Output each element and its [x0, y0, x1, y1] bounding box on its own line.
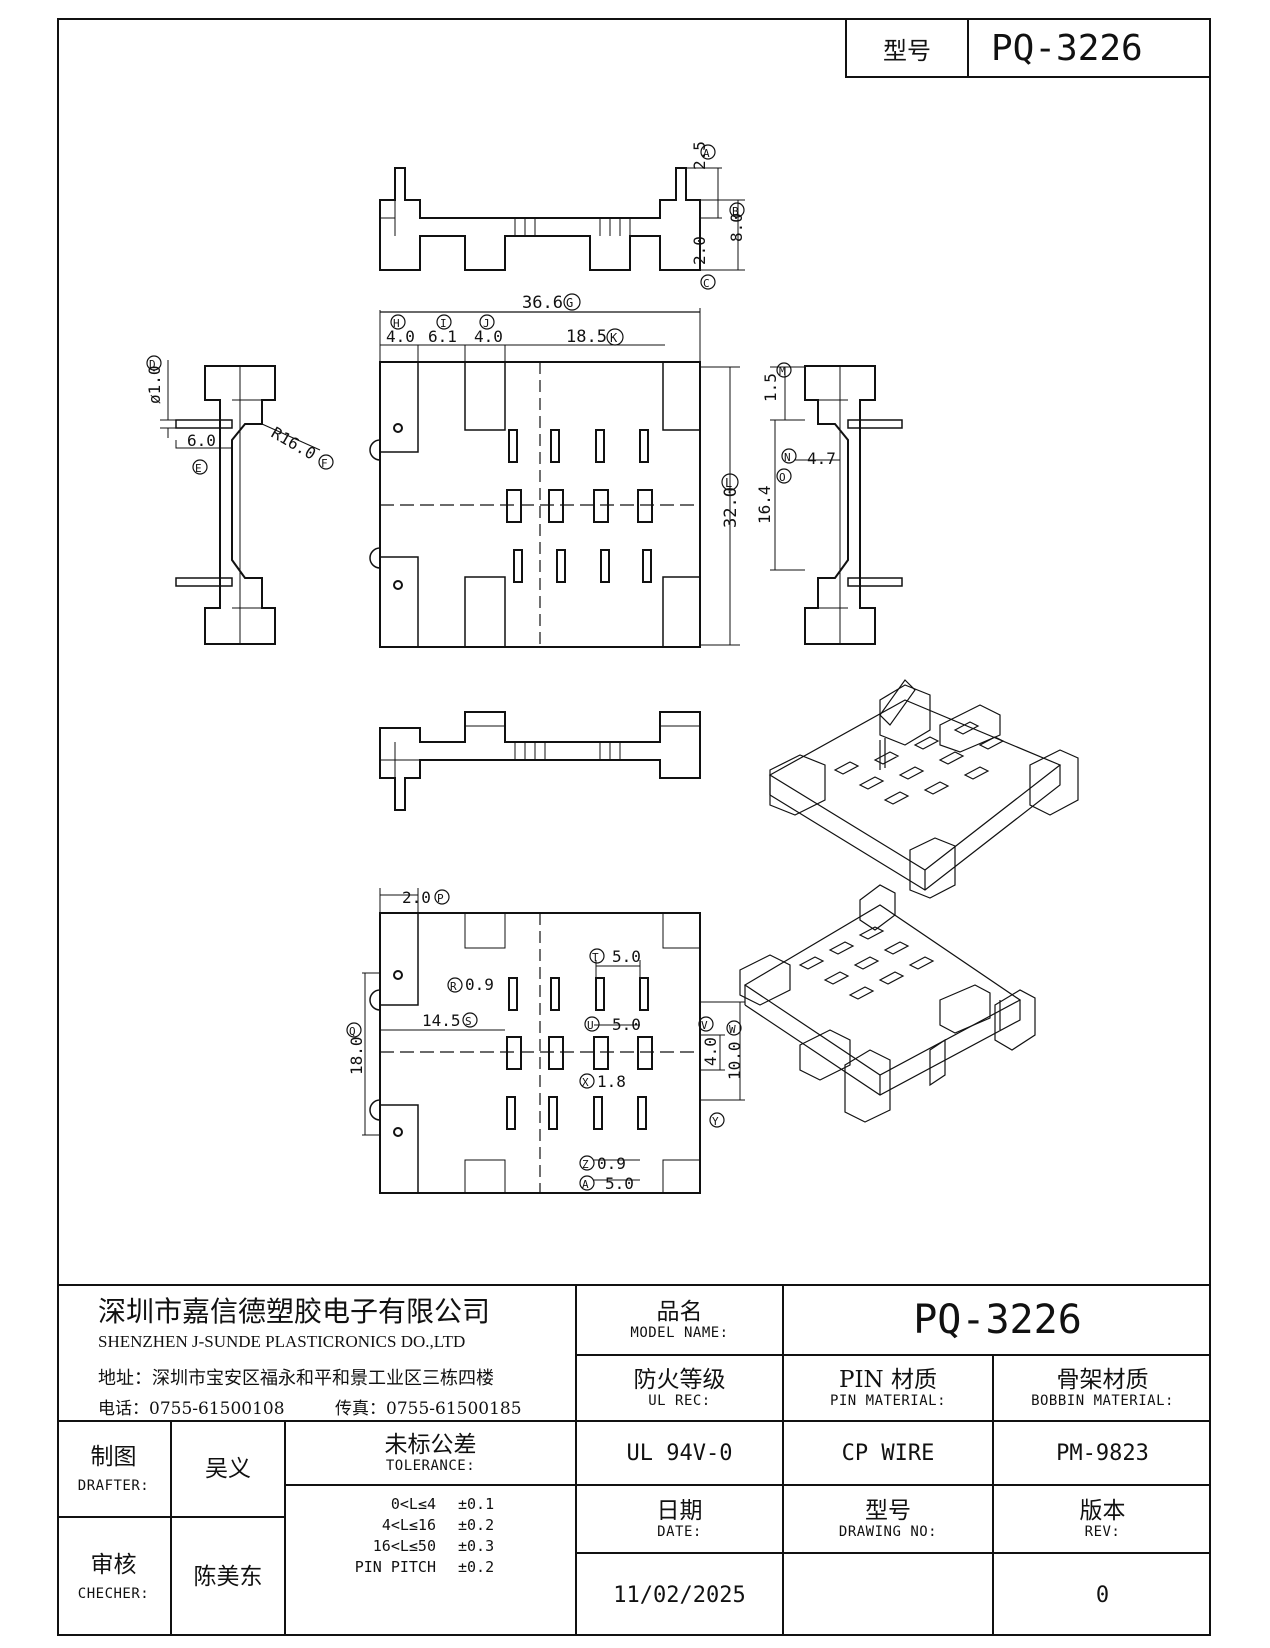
dim-p: 2.0 [402, 888, 431, 907]
technical-drawing: 2.5 8.0 2.0 A B C 36.6 G 4.0 6.1 4.0 18.… [145, 141, 1079, 1194]
marker-c: C [703, 277, 710, 290]
dim-s: 14.5 [422, 1011, 461, 1030]
tolerance-row: PIN PITCH±0.2 [354, 1558, 495, 1576]
marker-r: R [450, 980, 457, 993]
model-value: PQ-3226 [991, 27, 1143, 69]
dim-pin-dia: ø1.0 [145, 365, 164, 404]
isometric-view-bottom [739, 884, 1036, 1123]
marker-w: W [729, 1023, 736, 1036]
bobbin-material-value: PM-9823 [1056, 1440, 1149, 1466]
date-label: 日期 DATE: [656, 1497, 703, 1541]
dim-top-c: 2.0 [690, 236, 709, 265]
model-label: 型号 [847, 20, 969, 76]
dim-x: 1.8 [597, 1072, 626, 1091]
marker-k: K [610, 331, 618, 345]
marker-n: N [784, 451, 791, 464]
marker-s: S [465, 1015, 472, 1028]
isometric-view-top [768, 679, 1079, 899]
drafter-label: 制图 DRAFTER: [77, 1443, 150, 1495]
company-name-cn: 深圳市嘉信德塑胶电子有限公司 [98, 1295, 491, 1328]
marker-l: L [725, 476, 732, 490]
left-side-view [160, 360, 321, 645]
ul-value: UL 94V-0 [626, 1440, 733, 1466]
marker-m: M [779, 365, 786, 378]
dim-u: 5.0 [612, 1015, 641, 1034]
company-fax: 传真：0755-61500185 [335, 1399, 522, 1419]
dim-right-2: 4.7 [807, 449, 836, 468]
date-value: 11/02/2025 [613, 1582, 746, 1608]
tolerance-row: 16<L≤50±0.3 [372, 1537, 495, 1555]
drafter-name: 吴义 [205, 1455, 251, 1482]
dim-right-3: 16.4 [755, 485, 774, 524]
bottom-view [362, 888, 745, 1194]
dim-t: 5.0 [612, 947, 641, 966]
pin-material-value: CP WIRE [841, 1440, 935, 1466]
dim-q: 18.0 [347, 1036, 366, 1075]
dim-j: 4.0 [474, 327, 503, 346]
dim-a2: 5.0 [605, 1174, 634, 1193]
drawing-no-label: 型号 DRAWING NO: [838, 1497, 938, 1541]
dim-w: 10.0 [725, 1041, 744, 1080]
company-phone: 电话：0755-61500108 [98, 1399, 285, 1419]
dim-right-1: 1.5 [761, 373, 780, 402]
model-header-box: 型号 PQ-3226 [845, 18, 1211, 78]
marker-q: Q [349, 1025, 356, 1038]
marker-g: G [566, 296, 573, 310]
checker-label: 审核 CHECHER: [77, 1551, 150, 1603]
plan-view [369, 308, 740, 648]
model-name-label: 品名 MODEL NAME: [630, 1298, 729, 1342]
marker-y: Y [712, 1115, 719, 1128]
marker-i: I [440, 317, 447, 330]
front-view [379, 711, 701, 811]
dim-pin-len: 6.0 [187, 431, 216, 450]
checker-name: 陈美东 [193, 1563, 263, 1590]
marker-f: F [321, 457, 328, 470]
company-address: 地址：深圳市宝安区福永和平和景工业区三栋四楼 [98, 1368, 494, 1389]
company-name-en: SHENZHEN J-SUNDE PLASTICRONICS DO.,LTD [98, 1332, 466, 1351]
marker-j: J [483, 317, 490, 330]
rev-value: 0 [1095, 1582, 1110, 1608]
marker-e: E [195, 462, 202, 475]
ul-label: 防火等级 UL REC: [633, 1366, 726, 1410]
marker-u: U [587, 1019, 594, 1032]
tolerance-row: 0<L≤4±0.1 [390, 1495, 495, 1513]
right-side-view [770, 365, 903, 645]
tolerance-label: 未标公差 TOLERANCE: [384, 1431, 477, 1475]
marker-h: H [393, 317, 400, 330]
dim-z: 0.9 [597, 1154, 626, 1173]
marker-t: T [592, 951, 599, 964]
marker-a2: A [582, 1178, 589, 1191]
dim-i: 6.1 [428, 327, 457, 346]
dim-k: 18.5 [566, 327, 607, 347]
dim-r: 0.9 [465, 975, 494, 994]
dim-h: 4.0 [386, 327, 415, 346]
dim-height: 32.0 [721, 487, 741, 528]
top-view [379, 167, 745, 271]
rev-label: 版本 REV: [1079, 1497, 1126, 1541]
marker-p: P [437, 892, 444, 905]
dim-v: 4.0 [701, 1037, 720, 1066]
pin-material-label: PIN 材质 PIN MATERIAL: [829, 1366, 947, 1410]
dim-width-total: 36.6 [522, 293, 563, 313]
bobbin-material-label: 骨架材质 BOBBIN MATERIAL: [1031, 1366, 1174, 1410]
dim-radius: R16.0 [268, 423, 319, 464]
marker-x: X [582, 1076, 589, 1089]
model-name-value: PQ-3226 [913, 1297, 1082, 1343]
marker-o: O [779, 471, 786, 484]
marker-a: A [703, 147, 710, 160]
drawing-no-value [784, 1554, 992, 1636]
marker-z: Z [582, 1158, 589, 1171]
tolerance-table: 0<L≤4±0.1 4<L≤16±0.2 16<L≤50±0.3 PIN PIT… [286, 1494, 575, 1578]
marker-d: D [149, 358, 156, 371]
dim-top-a: 2.5 [690, 141, 709, 170]
drawing-frame [57, 18, 1211, 1636]
marker-v: V [701, 1019, 708, 1032]
tolerance-row: 4<L≤16±0.2 [381, 1516, 495, 1534]
dim-top-b: 8.0 [727, 213, 746, 242]
marker-b: B [732, 205, 739, 218]
